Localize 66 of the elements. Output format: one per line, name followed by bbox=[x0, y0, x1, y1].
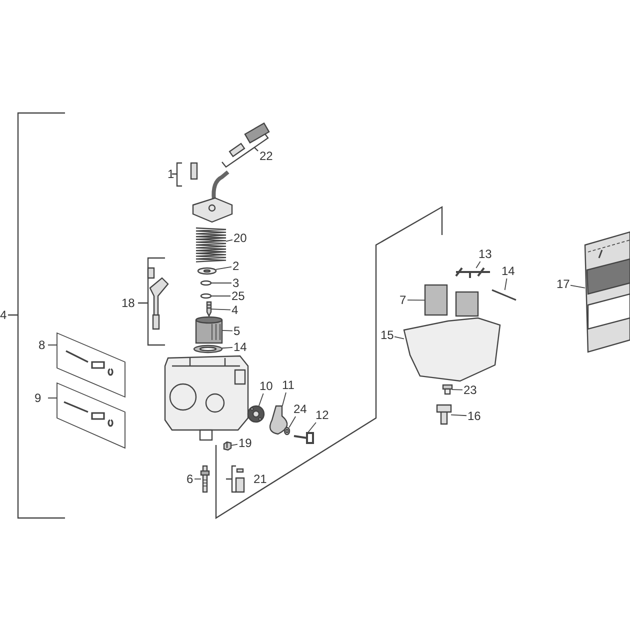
callout-number: 16 bbox=[468, 410, 481, 422]
nut-drawing bbox=[223, 441, 232, 451]
callout-number: 23 bbox=[464, 384, 477, 396]
leader-line bbox=[452, 389, 463, 390]
callout-number: 3 bbox=[232, 276, 240, 290]
float-pin-drawing bbox=[492, 289, 516, 301]
leader-line bbox=[407, 300, 426, 301]
clip-drawing bbox=[200, 293, 212, 299]
leader-line bbox=[210, 308, 231, 310]
callout-number: 12 bbox=[316, 408, 329, 422]
callout-number: 7 bbox=[400, 294, 406, 306]
callout-number: 5 bbox=[234, 324, 240, 338]
bolt-drawing bbox=[293, 432, 314, 444]
washer-drawing bbox=[197, 267, 217, 275]
callout-number: 15 bbox=[380, 328, 394, 342]
retaining-clip-drawing bbox=[455, 267, 491, 279]
parts-packet-drawing bbox=[584, 231, 630, 353]
callout-number: 17 bbox=[556, 278, 570, 290]
callout-number: 25 bbox=[232, 290, 245, 302]
leader-line bbox=[570, 284, 586, 288]
spring-drawing bbox=[195, 227, 227, 262]
callout-number: 14 bbox=[502, 264, 515, 278]
screw-drawing bbox=[442, 384, 453, 395]
seal-drawing bbox=[193, 344, 223, 354]
leader-line bbox=[282, 392, 286, 406]
drain-plug-drawing bbox=[436, 404, 452, 425]
callout-number: 22 bbox=[260, 150, 273, 162]
float-drawing bbox=[424, 284, 479, 317]
leader-line bbox=[307, 422, 316, 434]
washer-drawing bbox=[284, 426, 290, 436]
callout-number: 2 bbox=[232, 260, 240, 272]
callout-number: 24 bbox=[294, 402, 307, 416]
callout-number: 11 bbox=[282, 378, 294, 392]
leader-line bbox=[394, 336, 404, 340]
clip-drawing bbox=[200, 280, 212, 286]
callout-number: 9 bbox=[34, 392, 42, 404]
leader-line bbox=[222, 347, 233, 349]
callout-number: 13 bbox=[478, 248, 492, 260]
callout-number: 8 bbox=[38, 338, 46, 352]
callout-number: 10 bbox=[260, 380, 273, 392]
stud-drawing bbox=[200, 465, 210, 493]
banjo-fitting-drawing bbox=[269, 405, 288, 435]
leader-line bbox=[288, 416, 296, 428]
callout-number: 18 bbox=[122, 296, 135, 310]
callout-number: 14 bbox=[234, 340, 247, 354]
leader-line bbox=[194, 478, 202, 480]
leader-line bbox=[210, 282, 232, 284]
leader-line bbox=[476, 261, 481, 268]
leader-line bbox=[222, 330, 233, 332]
leader-line bbox=[450, 414, 467, 416]
leader-line bbox=[226, 239, 233, 242]
gasket-drawing bbox=[247, 405, 265, 423]
callout-number: 21 bbox=[254, 472, 267, 486]
callout-number: 6 bbox=[186, 472, 194, 486]
callout-number: 4 bbox=[0, 308, 7, 322]
float-bowl-drawing bbox=[403, 317, 501, 382]
leader-line bbox=[258, 393, 264, 406]
leader-line bbox=[216, 266, 232, 270]
leader-line bbox=[230, 444, 238, 446]
callout-number: 4 bbox=[232, 304, 238, 316]
leader-line bbox=[504, 278, 508, 290]
callout-number: 1 bbox=[168, 168, 174, 180]
throttle-valve-drawing bbox=[195, 316, 223, 344]
needle-drawing bbox=[206, 301, 212, 318]
callout-number: 20 bbox=[234, 232, 247, 244]
callout-number: 19 bbox=[238, 436, 252, 450]
